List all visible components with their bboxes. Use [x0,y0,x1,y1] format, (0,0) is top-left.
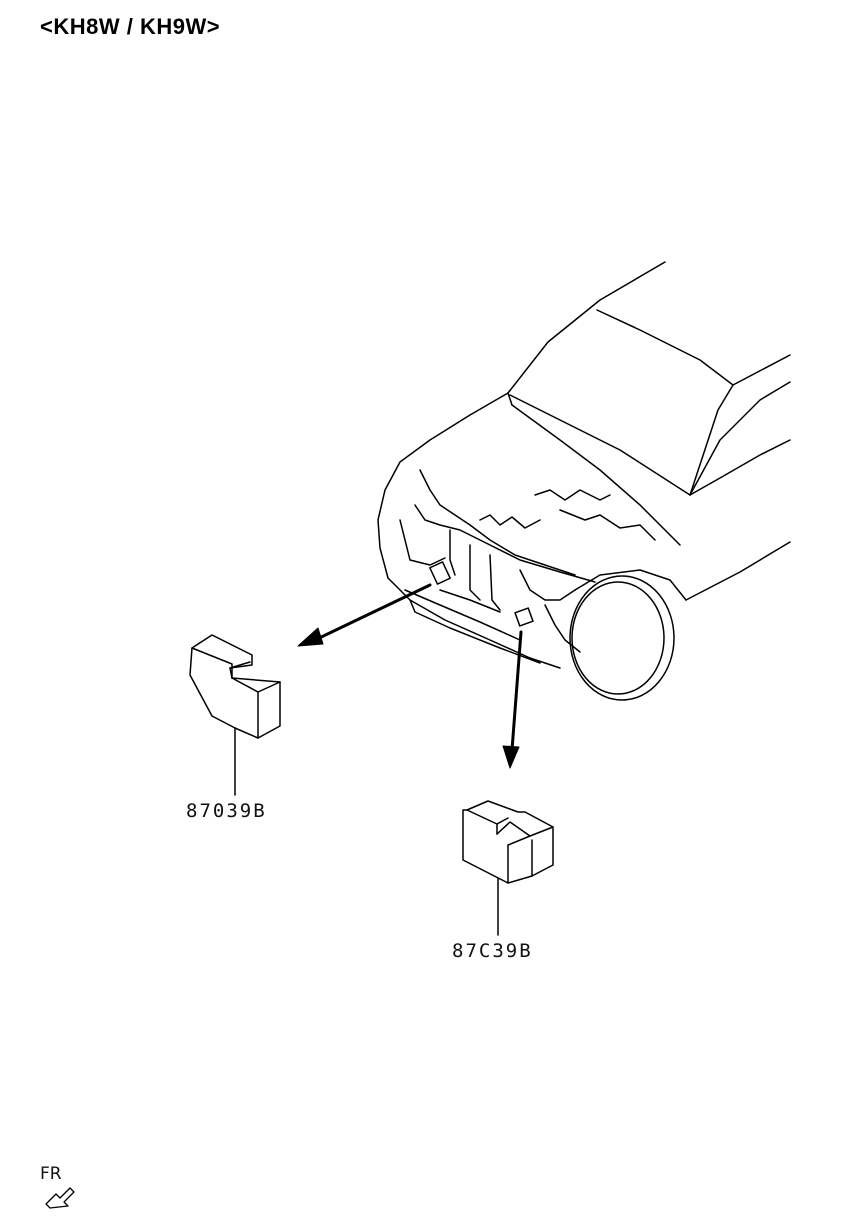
arrow-to-part-left [313,583,432,642]
arrow-to-part-right [510,630,523,752]
vehicle-front-illustration [377,261,791,701]
part-number-label-right: 87C39B [452,940,533,962]
connector-right-mount [514,607,534,627]
arrowhead-right-icon [502,745,520,769]
arrowhead-left-icon [297,627,324,647]
front-direction-arrow-icon [45,1187,75,1209]
page-title: <KH8W / KH9W> [40,14,221,39]
part-block-87C39B [462,800,554,936]
front-orientation-label: FR [40,1164,62,1184]
pointer-arrows [297,583,523,769]
part-block-87039B [189,634,281,796]
connector-left-mount [429,561,451,585]
part-number-label-left: 87039B [186,800,267,822]
